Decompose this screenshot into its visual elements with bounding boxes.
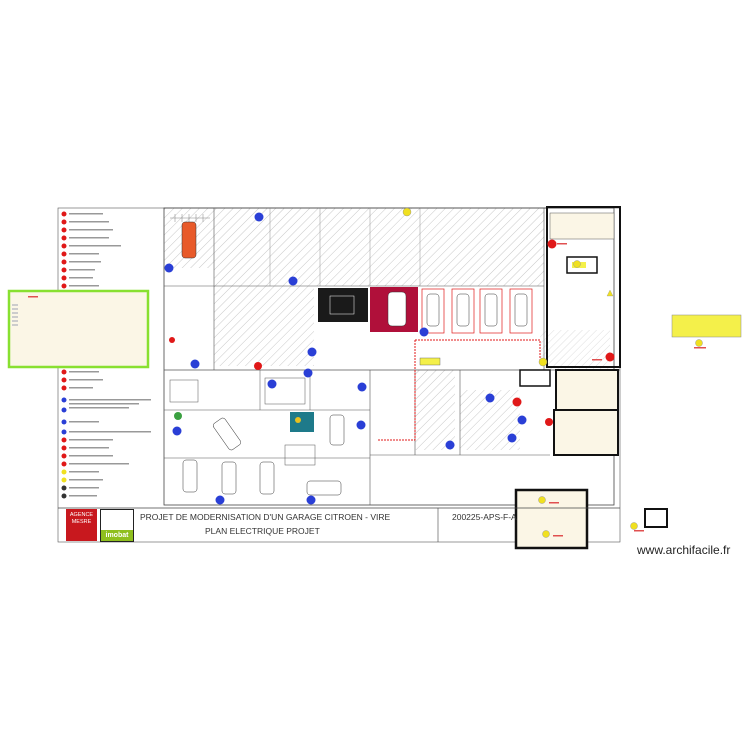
yellow-marker — [630, 522, 638, 530]
bottom-small-box — [644, 508, 668, 528]
agence-logo-text: AGENCE MESRE — [69, 512, 94, 525]
green-bordered-panel — [7, 289, 150, 369]
top-right-label-box — [549, 212, 615, 240]
room-cream-2 — [553, 409, 619, 456]
black-equipment-block — [318, 288, 368, 322]
blue-marker — [254, 212, 264, 222]
room-cream-1 — [555, 369, 619, 411]
yellow-marker — [542, 530, 550, 538]
blue-marker — [306, 495, 316, 505]
yellow-marker — [402, 207, 412, 217]
hatched-area-east — [540, 330, 610, 370]
yellow-marker — [538, 496, 546, 504]
room-small — [519, 369, 551, 387]
legend-text-stubs — [69, 213, 151, 497]
bottom-detail-box — [514, 488, 589, 550]
red-marker — [254, 362, 262, 370]
yellow-marker — [538, 357, 548, 367]
blue-marker — [172, 426, 182, 436]
watermark-url[interactable]: www.archifacile.fr — [637, 543, 731, 557]
red-marker — [512, 397, 522, 407]
project-title: PROJET DE MODERNISATION D'UN GARAGE CITR… — [140, 512, 391, 522]
teal-workstation — [290, 412, 314, 432]
blue-marker — [517, 415, 527, 425]
blue-marker — [288, 276, 298, 286]
warning-triangle — [606, 289, 614, 297]
cable-route — [415, 339, 541, 360]
blue-marker — [357, 382, 367, 392]
marker-tags — [28, 243, 706, 537]
vehicle-red — [181, 221, 197, 259]
imobat-logo: imobat — [100, 509, 134, 542]
hatched-area-right — [415, 370, 455, 450]
blue-marker — [164, 263, 174, 273]
plan-code: 200225-APS-F-A — [452, 512, 517, 522]
top-right-room — [546, 206, 621, 368]
blue-markers — [164, 212, 527, 505]
blue-marker — [190, 359, 200, 369]
plan-title: PLAN ELECTRIQUE PROJET — [205, 526, 320, 536]
imobat-logo-text: imobat — [101, 530, 133, 541]
small-rooms — [169, 377, 316, 466]
yellow-label — [419, 357, 441, 366]
yellow-marker — [573, 260, 581, 268]
red-marker — [605, 352, 615, 362]
panel-list-stub — [12, 304, 18, 326]
blue-marker — [307, 347, 317, 357]
cable-route — [378, 340, 416, 441]
blue-marker — [356, 420, 366, 430]
blue-marker — [445, 440, 455, 450]
red-marker — [545, 418, 553, 426]
workshop-cars — [182, 414, 345, 496]
hatched-area-mid — [214, 286, 314, 366]
car-in-bay — [387, 291, 407, 327]
blue-marker — [419, 327, 429, 337]
dimension-ticks-top — [170, 214, 210, 222]
blue-marker — [303, 368, 313, 378]
green-marker — [174, 412, 182, 420]
red-marker — [547, 239, 557, 249]
blue-marker — [507, 433, 517, 443]
equipment-detail — [329, 295, 355, 315]
red-markers — [169, 239, 615, 426]
yellow-panel-right — [671, 314, 742, 338]
workstation-detail — [295, 417, 301, 423]
legend-markers — [61, 211, 67, 499]
red-marker — [169, 337, 175, 343]
blue-marker — [215, 495, 225, 505]
blue-marker — [485, 393, 495, 403]
yellow-marker — [695, 339, 703, 347]
blue-marker — [267, 379, 277, 389]
hatched-area-top — [214, 208, 544, 286]
yellow-markers — [402, 207, 703, 538]
parking-stalls — [421, 288, 533, 334]
agence-logo: AGENCE MESRE — [66, 509, 97, 541]
